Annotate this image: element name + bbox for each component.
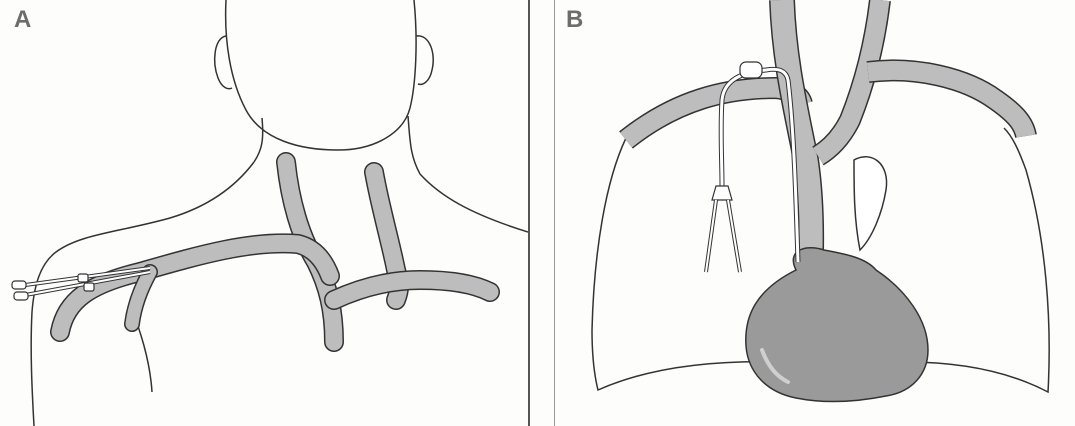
panel-label-b: B <box>566 6 583 34</box>
catheter-clamp <box>84 283 94 291</box>
heart <box>746 248 928 402</box>
panel-a: A <box>0 0 528 426</box>
catheter-hub <box>712 186 732 200</box>
catheter-clamp <box>78 274 88 282</box>
veins <box>60 162 490 342</box>
right-shoulder <box>420 174 528 232</box>
great-vessels <box>626 0 1026 280</box>
catheter-cuff <box>740 62 762 78</box>
pulmonary-trunk <box>854 157 887 250</box>
neck-shoulder-illustration <box>0 0 528 426</box>
head-outline <box>226 0 416 150</box>
panel-divider <box>554 0 555 426</box>
catheter-cap <box>14 292 28 300</box>
neck-left <box>254 118 263 162</box>
neck-right <box>408 116 420 174</box>
panel-divider <box>528 0 530 426</box>
panel-b: B <box>556 0 1075 426</box>
right-ear <box>416 36 433 85</box>
catheter-cap <box>12 281 26 289</box>
panel-label-a: A <box>14 6 31 34</box>
chest-illustration <box>556 0 1075 426</box>
